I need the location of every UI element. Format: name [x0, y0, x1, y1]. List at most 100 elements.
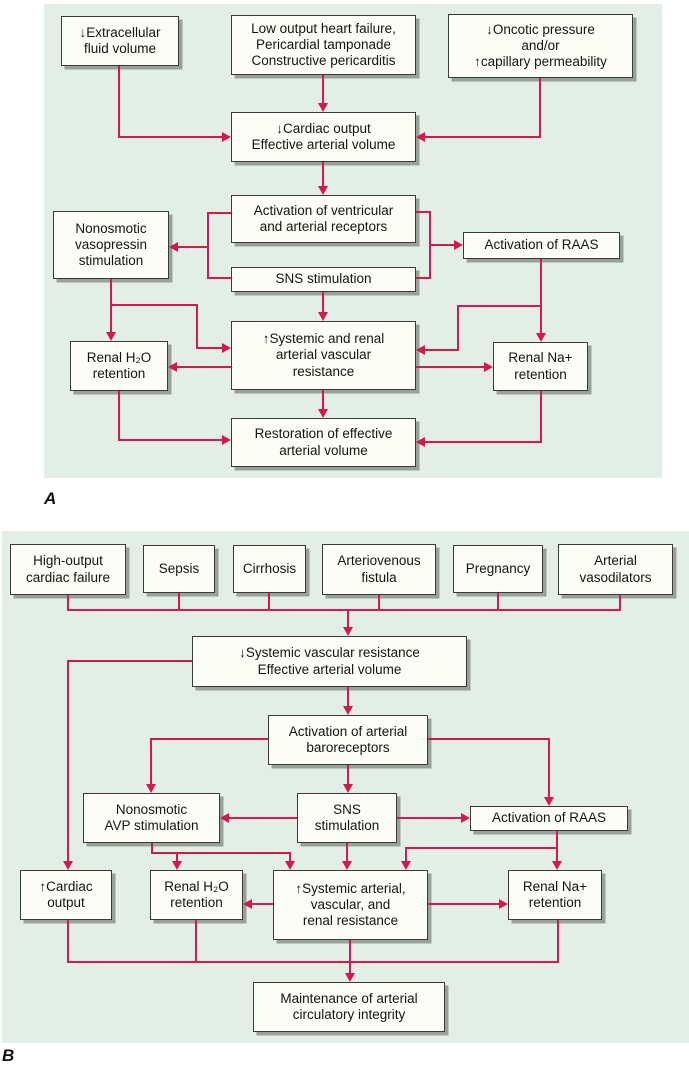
connector-line — [151, 843, 153, 854]
arrowhead-left — [168, 362, 177, 372]
node-nonosmotic-avp: Nonosmotic AVP stimulation — [83, 793, 220, 843]
arrowhead-down — [318, 409, 328, 418]
connector-line — [229, 817, 297, 819]
arrowhead-down — [544, 797, 554, 806]
connector-line — [151, 738, 268, 740]
connector-line — [619, 595, 621, 611]
connector-line — [347, 609, 349, 627]
arrowhead-down — [536, 333, 546, 342]
arrowhead-left — [220, 813, 229, 823]
connector-line — [195, 920, 197, 963]
connector-line — [118, 66, 120, 138]
node-restoration-arterial-volume: Restoration of effective arterial volume — [231, 418, 416, 467]
node-increased-cardiac-output: ↑Cardiac output — [20, 870, 112, 920]
node-sns-stimulation-b: SNS stimulation — [297, 793, 397, 843]
connector-line — [425, 441, 541, 443]
node-sns-stimulation-a: SNS stimulation — [231, 267, 416, 292]
connector-line — [178, 593, 180, 611]
node-arterial-baroreceptors: Activation of arterial baroreceptors — [268, 715, 428, 765]
connector-line — [289, 852, 291, 861]
connector-line — [322, 162, 324, 186]
connector-line — [207, 212, 209, 279]
arrowhead-down — [401, 861, 411, 870]
node-renal-na-retention-b: Renal Na+ retention — [508, 870, 602, 920]
arrowhead-right — [454, 240, 463, 250]
connector-line — [67, 609, 621, 611]
connector-line — [67, 961, 558, 963]
arrowhead-down — [552, 861, 562, 870]
connector-line — [196, 304, 198, 349]
connector-line — [416, 277, 430, 279]
connector-line — [349, 940, 351, 973]
node-raas-activation-a: Activation of RAAS — [463, 232, 620, 259]
arrowhead-left — [416, 437, 425, 447]
connector-line — [378, 595, 380, 611]
connector-line — [416, 211, 430, 213]
arrowhead-down — [318, 186, 328, 195]
connector-line — [118, 439, 222, 441]
node-decreased-cardiac-output: ↓Cardiac output Effective arterial volum… — [231, 112, 416, 162]
connector-line — [118, 391, 120, 441]
connector-line — [557, 920, 559, 963]
connector-line — [322, 75, 324, 103]
connector-line — [118, 136, 222, 138]
connector-line — [322, 292, 324, 312]
connector-line — [539, 78, 541, 138]
arrowhead-down — [318, 103, 328, 112]
connector-line — [67, 660, 69, 861]
connector-line — [405, 847, 557, 849]
arrowhead-down — [285, 861, 295, 870]
connector-line — [67, 660, 192, 662]
arrowhead-down — [342, 861, 352, 870]
arrowhead-down — [106, 332, 116, 341]
arrowhead-left — [243, 899, 252, 909]
connector-line — [178, 246, 208, 248]
node-maintenance-circulatory-integrity: Maintenance of arterial circulatory inte… — [253, 982, 445, 1032]
panel-a-label: A — [44, 489, 57, 508]
connector-line — [405, 847, 407, 861]
node-decreased-svr: ↓Systemic vascular resistance Effective … — [192, 636, 467, 687]
node-oncotic-pressure: ↓Oncotic pressure and/or ↑capillary perm… — [448, 14, 633, 78]
arrowhead-right — [484, 362, 493, 372]
connector-line — [416, 366, 484, 368]
connector-line — [425, 136, 541, 138]
connector-line — [540, 259, 542, 333]
connector-line — [457, 305, 541, 307]
node-arteriovenous-fistula: Arteriovenous fistula — [322, 544, 436, 595]
node-cirrhosis: Cirrhosis — [233, 545, 306, 593]
node-renal-h2o-retention-b: Renal H₂O retention — [150, 870, 243, 920]
arrowhead-right — [222, 435, 231, 445]
connector-line — [556, 831, 558, 861]
connector-line — [208, 277, 231, 279]
connector-line — [428, 738, 550, 740]
node-extracellular-fluid-volume: ↓Extracellular fluid volume — [61, 16, 179, 66]
connector-line — [208, 212, 231, 214]
connector-line — [457, 305, 459, 351]
node-raas-activation-b: Activation of RAAS — [470, 806, 628, 831]
panel-b-label: B — [2, 1046, 15, 1065]
connector-line — [347, 765, 349, 784]
arrowhead-down — [345, 973, 355, 982]
node-renal-h2o-retention-a: Renal H₂O retention — [70, 341, 168, 391]
node-renal-na-retention-a: Renal Na+ retention — [493, 342, 588, 391]
connector-line — [540, 391, 542, 443]
arrowhead-down — [343, 627, 353, 636]
arrowhead-left — [416, 345, 425, 355]
connector-line — [67, 595, 69, 611]
arrowhead-left — [169, 242, 178, 252]
connector-line — [322, 390, 324, 409]
node-arterial-vasodilators: Arterial vasodilators — [558, 544, 673, 595]
node-nonosmotic-vasopressin: Nonosmotic vasopressin stimulation — [53, 211, 169, 279]
node-ventricular-arterial-receptors: Activation of ventricular and arterial r… — [231, 195, 416, 243]
arrowhead-down — [146, 784, 156, 793]
node-sepsis: Sepsis — [143, 545, 215, 593]
connector-line — [346, 843, 348, 861]
node-low-output-heart-failure: Low output heart failure, Pericardial ta… — [231, 15, 416, 75]
connector-line — [497, 593, 499, 611]
arrowhead-right — [461, 813, 470, 823]
connector-line — [110, 304, 198, 306]
connector-line — [252, 903, 273, 905]
node-pregnancy: Pregnancy — [453, 545, 543, 593]
connector-line — [347, 687, 349, 706]
